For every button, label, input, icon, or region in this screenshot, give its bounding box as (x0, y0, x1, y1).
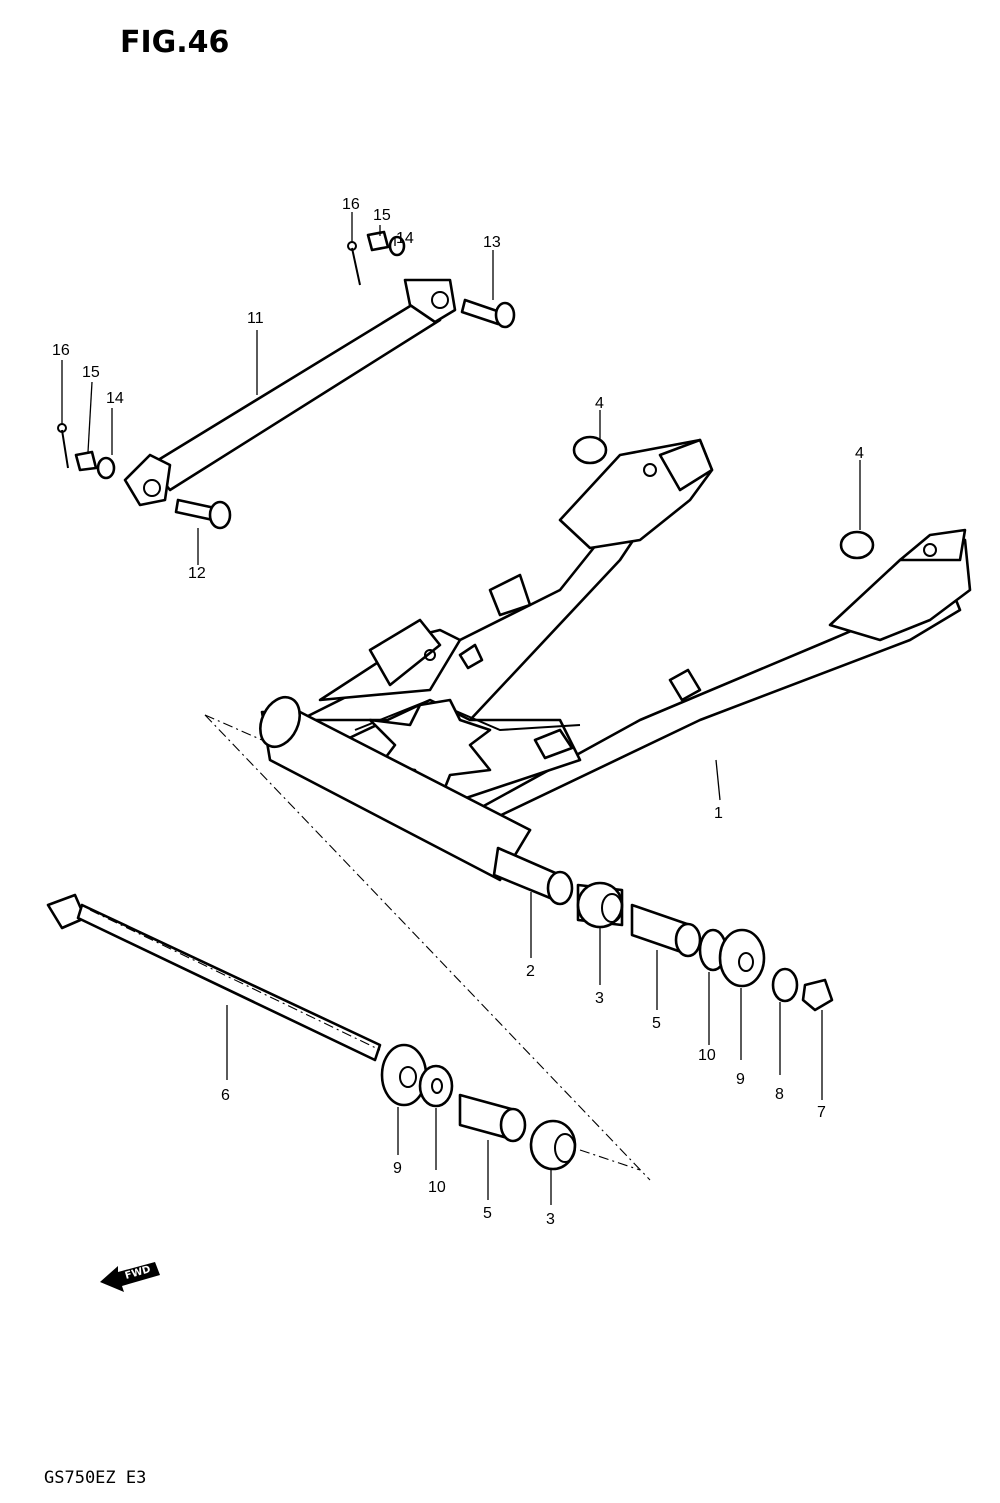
callout-14-left: 14 (106, 390, 124, 407)
callout-12: 12 (188, 565, 206, 582)
callout-9-right: 9 (736, 1071, 745, 1088)
torque-link-hardware (57, 230, 406, 480)
leader-lines (61, 212, 861, 1205)
callout-1: 1 (714, 805, 723, 822)
callout-9-left: 9 (393, 1160, 402, 1177)
callout-16-top: 16 (342, 196, 360, 213)
callout-5-right: 5 (652, 1015, 661, 1032)
callout-3-left: 3 (546, 1211, 555, 1228)
bolt-12 (174, 498, 232, 530)
pivot-shaft-left-stack (380, 1043, 577, 1171)
figure-title: FIG.46 (120, 25, 229, 60)
callout-15-left: 15 (82, 364, 100, 381)
callout-4-right: 4 (855, 445, 864, 462)
bushing-4-left (572, 435, 608, 465)
bolt-13 (460, 298, 516, 329)
bushing-4-right (839, 530, 875, 560)
callout-10-left: 10 (428, 1179, 446, 1196)
callout-5-left: 5 (483, 1205, 492, 1222)
center-lines (89, 714, 651, 1181)
swing-arm (259, 438, 972, 882)
callout-14-top: 14 (396, 230, 414, 247)
callout-6: 6 (221, 1087, 230, 1104)
model-code: GS750EZ E3 (44, 1468, 146, 1488)
callout-15-top: 15 (373, 207, 391, 224)
callout-10-right: 10 (698, 1047, 716, 1064)
pivot-shaft-right-stack (492, 846, 834, 1012)
callout-13: 13 (483, 234, 501, 251)
callout-4-left: 4 (595, 395, 604, 412)
callout-7: 7 (817, 1104, 826, 1121)
callout-8: 8 (775, 1086, 784, 1103)
torque-link (123, 278, 457, 507)
callout-2: 2 (526, 963, 535, 980)
callout-3-right: 3 (595, 990, 604, 1007)
callout-labels: 1 2 3 3 4 4 5 5 6 7 8 9 9 10 10 11 12 13… (52, 196, 864, 1228)
pivot-shaft-bolt (46, 893, 382, 1062)
callout-16-left: 16 (52, 342, 70, 359)
forward-arrow-icon: FWD (100, 1262, 160, 1292)
callout-11: 11 (247, 310, 264, 327)
